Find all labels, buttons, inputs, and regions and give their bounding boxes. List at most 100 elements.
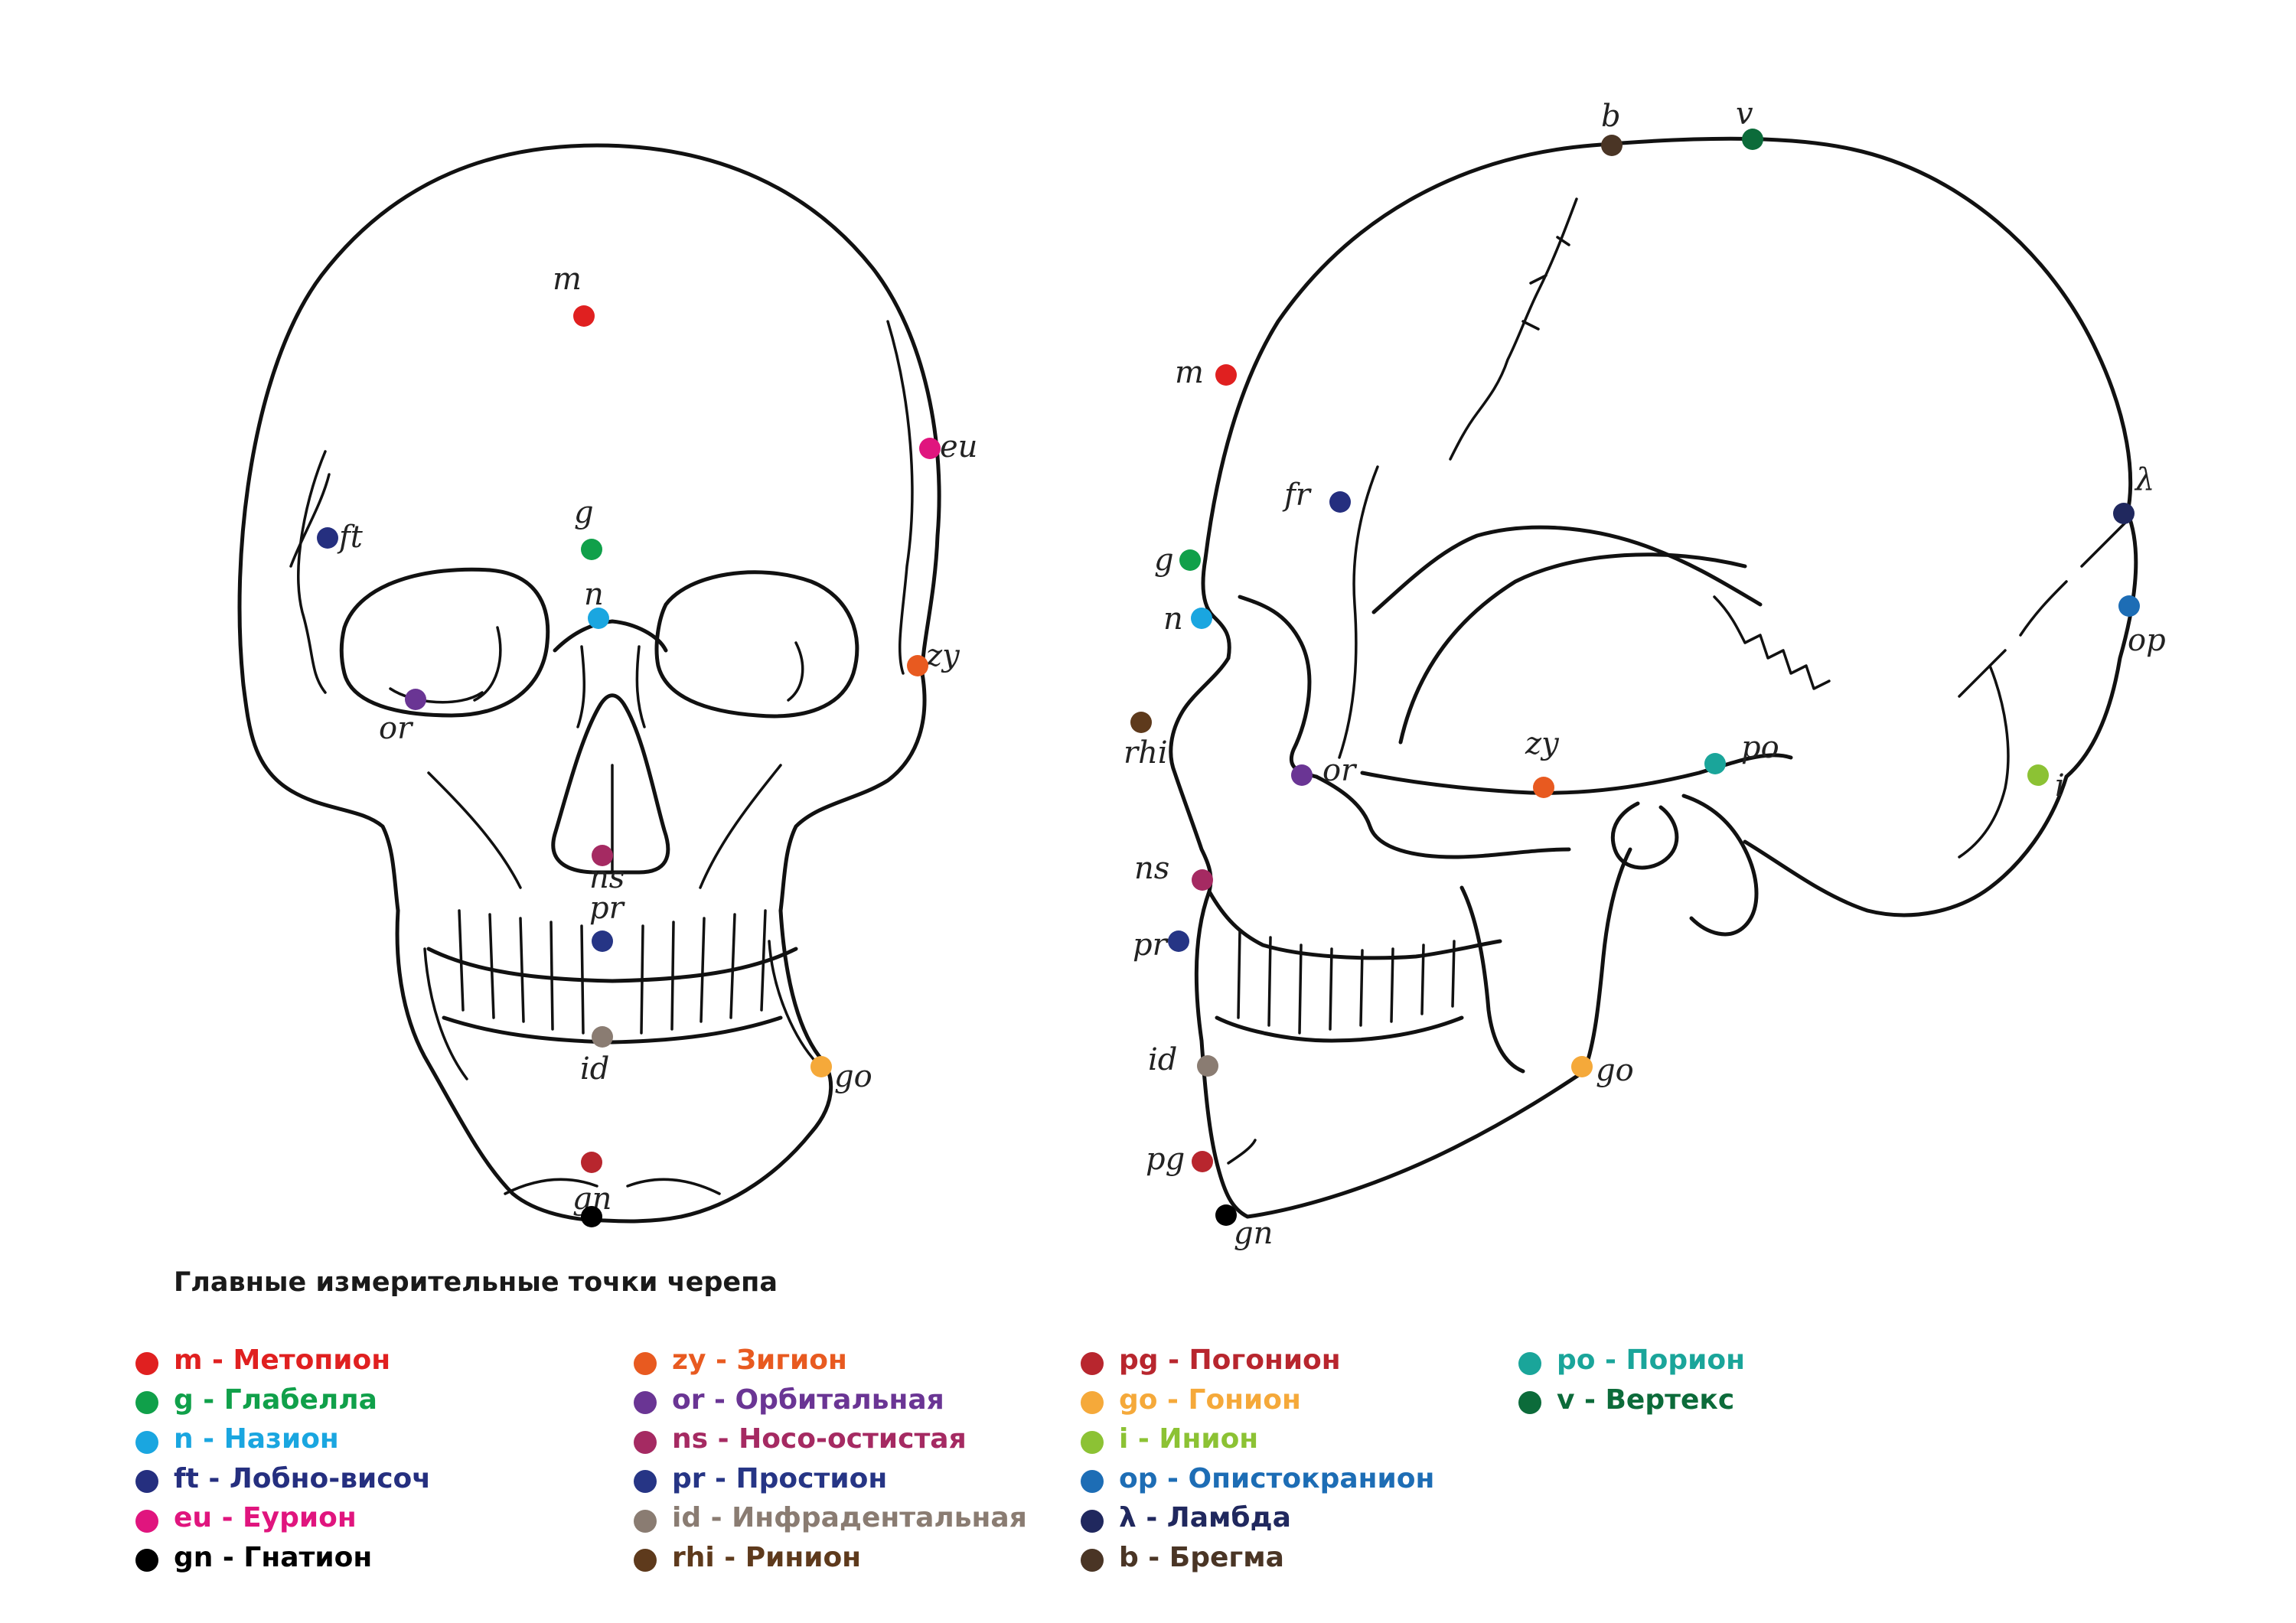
side-label-n: n (1163, 601, 1183, 637)
side-dot-m (1215, 364, 1237, 386)
side-label-ns: ns (1134, 851, 1169, 886)
legend-dot (135, 1351, 158, 1375)
front-left-orbit-inner (389, 626, 502, 704)
side-chin (1227, 1139, 1257, 1165)
side-dot-op (2118, 595, 2140, 617)
side-teeth-dividers (1237, 928, 1456, 1035)
side-mandible-ramus (1459, 885, 1525, 1074)
front-mandible-right (602, 908, 833, 1224)
legend-item: pr - Простион (634, 1459, 1027, 1499)
legend-item: m - Метопион (135, 1341, 431, 1380)
front-right-orbit (654, 570, 859, 719)
legend-dot (634, 1391, 657, 1415)
legend-column-1: m - Метопион g - Глабелла n - Назион ft … (135, 1341, 431, 1577)
legend-item: ft - Лобно-височ (135, 1459, 431, 1499)
legend-column-3: pg - Погонион go - Гонион i - Инион op -… (1081, 1341, 1434, 1577)
side-label-fr: fr (1282, 477, 1313, 513)
front-cranium-outline (237, 143, 941, 687)
front-left-orbit (339, 567, 550, 718)
side-label-gn: gn (1234, 1216, 1273, 1251)
side-ear-region (1610, 801, 1679, 870)
legend-label: rhi - Ринион (672, 1541, 862, 1573)
side-label-rhi: rhi (1124, 735, 1168, 771)
side-temporal-line (1371, 525, 1763, 614)
front-label-ft: ft (337, 520, 364, 555)
legend-label: ns - Носо-остистая (672, 1423, 967, 1455)
legend-dot (1081, 1470, 1104, 1494)
legend-label: po - Порион (1557, 1344, 1745, 1377)
side-mastoid (1681, 794, 1759, 937)
legend-dot (634, 1509, 657, 1533)
side-upper-teeth (1207, 889, 1502, 960)
legend-label: ft - Лобно-височ (174, 1462, 431, 1494)
legend-dot (1518, 1351, 1541, 1375)
front-left-temporal (297, 450, 327, 694)
front-label-g: g (574, 495, 594, 530)
side-coronal-suture (1449, 197, 1578, 461)
legend-dot (135, 1430, 158, 1454)
side-label-m: m (1175, 355, 1204, 390)
side-dot-v (1742, 129, 1763, 150)
legend-label: eu - Еурион (174, 1502, 357, 1534)
legend-item: ns - Носо-остистая (634, 1419, 1027, 1459)
legend-dot (634, 1470, 657, 1494)
side-dot-fr (1329, 491, 1351, 513)
legend-dot (135, 1470, 158, 1494)
legend-label: pg - Погонион (1119, 1344, 1341, 1377)
front-lower-teeth (442, 1015, 783, 1045)
legend-dot (1081, 1430, 1104, 1454)
legend-item: pg - Погонион (1081, 1341, 1434, 1380)
front-left-temple-crack (289, 473, 331, 568)
legend-dot (634, 1351, 657, 1375)
front-right-temporal (886, 320, 914, 675)
side-dot-po (1704, 753, 1726, 774)
side-label-go: go (1596, 1053, 1634, 1088)
side-label-id: id (1148, 1042, 1177, 1077)
legend-column-2: zy - Зигион or - Орбитальная ns - Носо-о… (634, 1341, 1027, 1577)
side-handwritten-labels: b v m fr g n rhi or zy po ns pr id pg gn… (1124, 96, 2166, 1251)
front-label-n: n (584, 577, 604, 612)
side-dot-b (1601, 135, 1623, 156)
side-dot-rhi (1130, 712, 1152, 733)
side-label-i: i (2055, 768, 2065, 803)
side-label-pg: pg (1146, 1142, 1185, 1177)
side-squamosal-suture (1713, 595, 1831, 690)
front-dot-or (405, 689, 426, 710)
legend-title: Главные измерительные точки черепа (174, 1267, 778, 1298)
front-dot-id (592, 1026, 613, 1048)
side-dot-lambda (2113, 503, 2135, 524)
legend-item: i - Инион (1081, 1419, 1434, 1459)
side-dot-id (1197, 1055, 1218, 1077)
side-dot-gn (1215, 1204, 1237, 1226)
legend-dot (1081, 1509, 1104, 1533)
legend-label: n - Назион (174, 1423, 339, 1455)
side-squamosal (1398, 552, 1747, 745)
legend-dot (1518, 1391, 1541, 1415)
front-nasal-aperture (551, 693, 670, 875)
side-label-g: g (1154, 543, 1174, 578)
front-dot-zy (907, 655, 928, 676)
front-upper-teeth (426, 947, 798, 983)
side-dot-i (2027, 764, 2049, 786)
front-label-ns: ns (589, 860, 625, 895)
front-nasal-bridge (553, 619, 668, 653)
front-mandible-left (395, 908, 607, 1223)
front-dot-eu (919, 438, 941, 459)
legend-label: gn - Гнатион (174, 1541, 373, 1573)
legend-item: b - Брегма (1081, 1538, 1434, 1578)
side-label-or: or (1322, 753, 1358, 788)
side-maxilla (1314, 774, 1571, 859)
side-label-pr: pr (1133, 927, 1169, 963)
legend-item: g - Глабелла (135, 1380, 431, 1420)
legend-item: zy - Зигион (634, 1341, 1027, 1380)
legend-item: gn - Гнатион (135, 1538, 431, 1578)
side-lower-teeth (1215, 1015, 1464, 1043)
side-dot-g (1179, 549, 1201, 571)
side-brow (1201, 556, 1231, 660)
legend-label: zy - Зигион (672, 1344, 847, 1377)
side-fronto-zygomatic (1338, 465, 1379, 759)
front-skull (237, 143, 941, 1224)
front-handwritten-labels: m g n ft eu zy or ns pr id go gn (337, 262, 977, 1217)
side-occipital-base (1743, 774, 2069, 917)
